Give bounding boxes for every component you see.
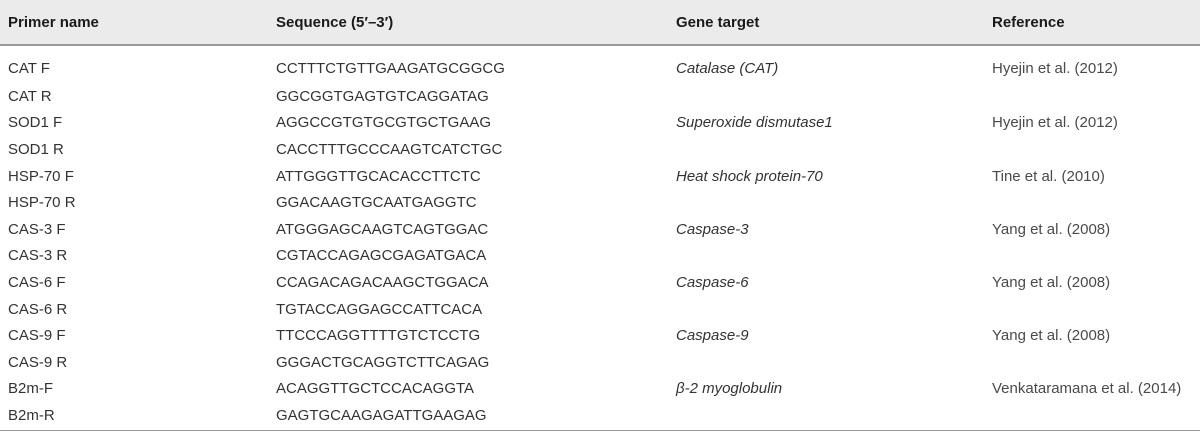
cell-sequence: GGACAAGTGCAATGAGGTC — [276, 194, 477, 212]
cell-reference — [984, 296, 1200, 323]
cell-primer-name: HSP-70 F — [8, 167, 74, 185]
cell-sequence: CCAGACAGACAAGCTGGACA — [276, 273, 489, 291]
cell-primer-name: CAS-9 R — [8, 353, 68, 371]
cell-reference: Hyejin et al. (2012) — [992, 114, 1118, 132]
cell-reference — [984, 136, 1200, 163]
cell-sequence: TGTACCAGGAGCCATTCACA — [276, 300, 483, 318]
cell-primer-name: SOD1 F — [8, 114, 63, 132]
cell-sequence: CACCTTTGCCCAAGTCATCTGC — [276, 140, 503, 158]
cell-sequence: GGCGGTGAGTGTCAGGATAG — [276, 87, 489, 105]
cell-reference: Venkataramana et al. (2014) — [992, 380, 1182, 398]
cell-reference: Yang et al. (2008) — [992, 273, 1111, 291]
table-row: CAT F CCTTTCTGTTGAAGATGCGGCG Catalase (CAT… — [0, 45, 1200, 83]
cell-sequence: AGGCCGTGTGCGTGCTGAAG — [276, 114, 492, 132]
cell-gene-target — [668, 243, 984, 270]
cell-primer-name: B2m-R — [8, 406, 55, 424]
table-row: CAS-3 R CGTACCAGAGCGAGATGACA — [0, 243, 1200, 270]
cell-primer-name: CAS-6 F — [8, 273, 66, 291]
header-reference: Reference — [984, 0, 1200, 46]
cell-sequence: ATGGGAGCAAGTCAGTGGAC — [276, 220, 489, 238]
cell-reference — [984, 402, 1200, 429]
table-row: CAS-6 F CCAGACAGACAAGCTGGACA Caspase-6 Yang… — [0, 269, 1200, 296]
cell-primer-name: CAS-6 R — [8, 300, 68, 318]
cell-gene-target — [668, 189, 984, 216]
cell-sequence: GGGACTGCAGGTCTTCAGAG — [276, 353, 490, 371]
cell-reference — [984, 349, 1200, 376]
cell-reference: Yang et al. (2008) — [992, 327, 1111, 345]
cell-primer-name: CAT F — [8, 60, 50, 77]
cell-gene-target — [668, 136, 984, 163]
table-row: CAS-6 R TGTACCAGGAGCCATTCACA — [0, 296, 1200, 323]
table-header: Primer name Sequence (5′–3′) Gene target… — [0, 0, 1200, 46]
table-row: B2m-R GAGTGCAAGAGATTGAAGAG — [0, 402, 1200, 429]
primer-table: Primer name Sequence (5′–3′) Gene target… — [0, 0, 1200, 429]
cell-reference: Tine et al. (2010) — [992, 167, 1105, 185]
cell-primer-name: CAS-9 F — [8, 327, 66, 345]
cell-gene-target: Superoxide dismutase1 — [676, 114, 833, 132]
cell-primer-name: SOD1 R — [8, 140, 64, 158]
header-primer-name: Primer name — [0, 0, 268, 46]
cell-gene-target: Caspase-3 — [676, 220, 749, 238]
table-row: CAS-9 R GGGACTGCAGGTCTTCAGAG — [0, 349, 1200, 376]
cell-gene-target — [668, 402, 984, 429]
table-bottom-rule — [0, 430, 1200, 431]
table-row: HSP-70 R GGACAAGTGCAATGAGGTC — [0, 189, 1200, 216]
cell-primer-name: B2m-F — [8, 380, 53, 398]
cell-sequence: CCTTTCTGTTGAAGATGCGGCG — [276, 60, 505, 77]
cell-reference — [984, 243, 1200, 270]
cell-gene-target: β-2 myoglobulin — [676, 380, 783, 398]
cell-reference: Hyejin et al. (2012) — [992, 60, 1118, 77]
cell-gene-target — [668, 83, 984, 110]
table-row: B2m-F ACAGGTTGCTCCACAGGTA β-2 myoglobulin V… — [0, 376, 1200, 403]
table-row: HSP-70 F ATTGGGTTGCACACCTTCTC Heat shock p… — [0, 163, 1200, 190]
cell-gene-target — [668, 296, 984, 323]
cell-sequence: GAGTGCAAGAGATTGAAGAG — [276, 406, 487, 424]
cell-primer-name: CAS-3 R — [8, 247, 68, 265]
cell-sequence: TTCCCAGGTTTTGTCTCCTG — [276, 327, 481, 345]
cell-sequence: ATTGGGTTGCACACCTTCTC — [276, 167, 481, 185]
cell-gene-target: Catalase (CAT) — [676, 60, 779, 77]
header-sequence: Sequence (5′–3′) — [268, 0, 668, 46]
cell-gene-target: Caspase-6 — [676, 273, 749, 291]
cell-reference — [984, 189, 1200, 216]
cell-primer-name: CAS-3 F — [8, 220, 66, 238]
table-row: SOD1 R CACCTTTGCCCAAGTCATCTGC — [0, 136, 1200, 163]
table-row: CAT R GGCGGTGAGTGTCAGGATAG — [0, 83, 1200, 110]
header-gene-target: Gene target — [668, 0, 984, 46]
table-row: CAS-9 F TTCCCAGGTTTTGTCTCCTG Caspase-9 Yang… — [0, 322, 1200, 349]
cell-gene-target: Heat shock protein-70 — [676, 167, 823, 185]
table-row: SOD1 F AGGCCGTGTGCGTGCTGAAG Superoxide dis… — [0, 110, 1200, 137]
cell-primer-name: HSP-70 R — [8, 194, 76, 212]
cell-reference: Yang et al. (2008) — [992, 220, 1111, 238]
table-body: CAT F CCTTTCTGTTGAAGATGCGGCG Catalase (CAT… — [0, 45, 1200, 429]
cell-sequence: CGTACCAGAGCGAGATGACA — [276, 247, 487, 265]
cell-reference — [984, 83, 1200, 110]
cell-primer-name: CAT R — [8, 87, 52, 105]
cell-sequence: ACAGGTTGCTCCACAGGTA — [276, 380, 475, 398]
header-row: Primer name Sequence (5′–3′) Gene target… — [0, 0, 1200, 46]
cell-gene-target: Caspase-9 — [676, 327, 749, 345]
cell-gene-target — [668, 349, 984, 376]
table-row: CAS-3 F ATGGGAGCAAGTCAGTGGAC Caspase-3 Yang… — [0, 216, 1200, 243]
